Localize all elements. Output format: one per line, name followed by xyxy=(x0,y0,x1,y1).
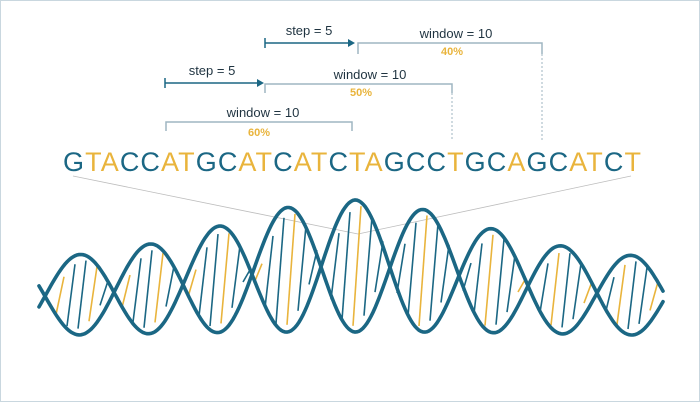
base-letter: T xyxy=(349,147,365,177)
step-arrow-2: step = 5 xyxy=(264,23,355,48)
base-letter: T xyxy=(311,147,328,177)
base-pair-rung xyxy=(231,245,241,308)
base-pair-rung xyxy=(77,260,87,329)
base-pair-rung xyxy=(440,244,450,303)
base-pair-rung xyxy=(550,252,560,326)
base-pair-rung xyxy=(396,243,406,294)
window-bracket-3: window = 10 40% xyxy=(357,26,543,141)
window-1-label: window = 10 xyxy=(226,105,300,120)
base-pair-rung xyxy=(638,267,648,324)
base-pair-rung xyxy=(627,261,637,330)
base-pair-rung xyxy=(352,206,362,326)
base-letter: G xyxy=(465,147,486,177)
base-pair-rung xyxy=(275,217,285,324)
base-letter: G xyxy=(63,147,84,177)
base-pair-rung xyxy=(561,253,571,328)
window-2-percent: 50% xyxy=(350,87,372,99)
base-letter: C xyxy=(549,147,569,177)
base-pair-rung xyxy=(165,265,175,307)
base-pair-rung xyxy=(583,281,593,304)
base-letter: A xyxy=(365,147,383,177)
base-letter: C xyxy=(273,147,293,177)
window-1-percent: 60% xyxy=(248,127,270,139)
base-pair-rung xyxy=(187,269,197,298)
step-2-label: step = 5 xyxy=(286,23,333,38)
base-letter: A xyxy=(238,147,256,177)
base-letter: A xyxy=(101,147,119,177)
base-letter: T xyxy=(256,147,273,177)
base-letter: C xyxy=(406,147,426,177)
window-3-percent: 40% xyxy=(441,46,463,58)
base-pair-rung xyxy=(429,223,439,321)
window-bracket-2: window = 10 50% xyxy=(264,67,453,141)
base-pair-rung xyxy=(121,274,131,308)
helix-strand-1 xyxy=(37,205,665,337)
base-letter: T xyxy=(586,147,603,177)
base-pair-rung xyxy=(407,222,417,317)
base-letter: T xyxy=(85,147,101,177)
base-pair-rung xyxy=(572,263,582,320)
base-pair-rung xyxy=(649,281,659,311)
base-pair-rung xyxy=(264,235,274,309)
base-letter: A xyxy=(294,147,312,177)
dna-sequence: GTACCATGCATCATCTAGCCTGCAGCATCT xyxy=(63,147,641,177)
base-pair-rung xyxy=(495,239,505,325)
base-letter: G xyxy=(384,147,405,177)
base-letter: C xyxy=(218,147,238,177)
base-pair-rung xyxy=(198,247,208,317)
helix-strand-2 xyxy=(37,198,665,336)
base-letter: T xyxy=(178,147,195,177)
zoom-guides xyxy=(72,175,632,235)
base-letter: T xyxy=(625,147,642,177)
window-3-label: window = 10 xyxy=(419,26,493,41)
base-pair-rung xyxy=(286,213,296,325)
base-letter: A xyxy=(161,147,179,177)
base-pair-rung xyxy=(209,234,219,327)
base-pair-rung xyxy=(484,234,494,326)
base-letter: C xyxy=(604,147,624,177)
base-pair-rung xyxy=(473,243,483,314)
base-letter: G xyxy=(526,147,547,177)
dna-double-helix-icon xyxy=(37,198,665,337)
base-pair-rung xyxy=(539,263,549,313)
base-letter: C xyxy=(328,147,348,177)
base-letter: C xyxy=(120,147,140,177)
base-pair-rung xyxy=(418,215,428,327)
base-letter: A xyxy=(507,147,525,177)
step-arrow-1: step = 5 xyxy=(164,63,264,88)
window-2-label: window = 10 xyxy=(333,67,407,82)
base-letter: C xyxy=(487,147,507,177)
base-pair-rung xyxy=(374,241,384,293)
base-letter: A xyxy=(569,147,587,177)
base-pair-rung xyxy=(330,233,340,300)
base-pair-rung xyxy=(341,212,351,320)
base-letter: C xyxy=(426,147,446,177)
base-pair-rung xyxy=(55,276,65,315)
arrow-right-icon xyxy=(348,39,355,47)
base-pair-rung xyxy=(506,254,516,313)
base-pair-rung xyxy=(143,250,153,328)
base-letter: T xyxy=(447,147,464,177)
base-pair-rung xyxy=(88,266,98,322)
base-pair-rung xyxy=(363,216,373,316)
arrow-right-icon xyxy=(257,79,264,87)
base-pair-rung xyxy=(99,280,109,306)
step-1-label: step = 5 xyxy=(189,63,236,78)
base-pair-rung xyxy=(66,264,76,327)
zoom-guide-right xyxy=(357,175,632,235)
base-letter: G xyxy=(196,147,217,177)
base-pair-rung xyxy=(132,258,142,323)
base-pair-rung xyxy=(297,225,307,311)
base-pair-rung xyxy=(616,264,626,325)
base-pair-rung xyxy=(154,252,164,323)
base-letter: C xyxy=(140,147,160,177)
window-bracket-1: window = 10 60% xyxy=(165,105,353,139)
base-pair-rung xyxy=(220,233,230,324)
zoom-guide-left xyxy=(72,175,359,235)
base-pair-rung xyxy=(605,277,615,311)
